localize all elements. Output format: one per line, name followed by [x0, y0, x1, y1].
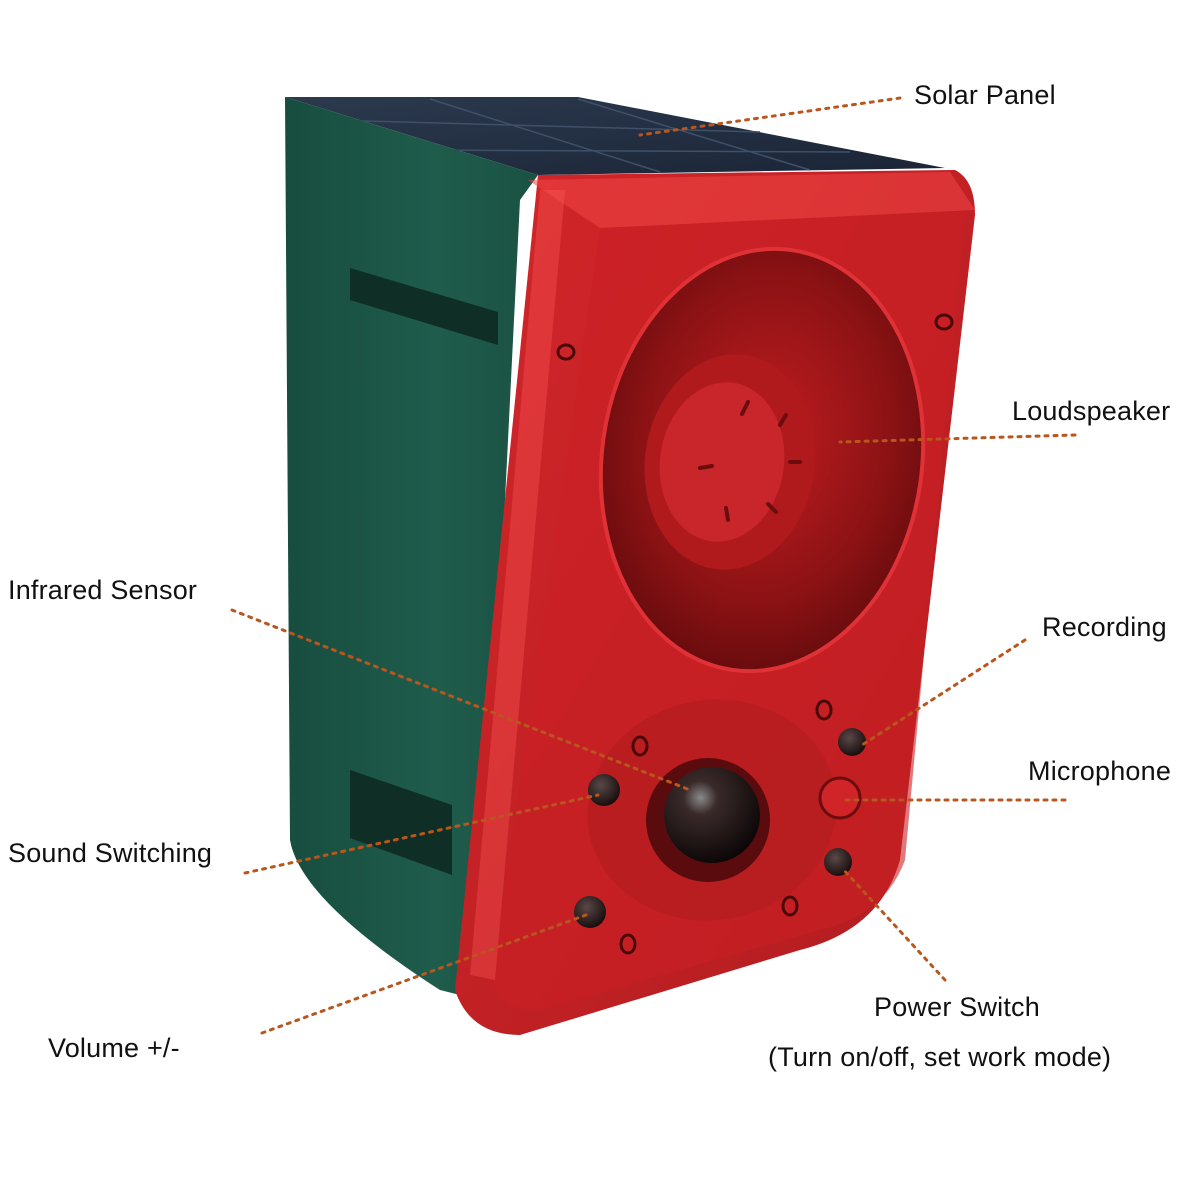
- leader-power: [840, 866, 947, 982]
- label-microphone: Microphone: [1028, 756, 1172, 786]
- leader-sound: [243, 793, 600, 875]
- volume-button: [574, 896, 606, 928]
- leader-solar: [638, 96, 902, 137]
- label-solar-panel: Solar Panel: [914, 80, 1056, 110]
- label-recording: Recording: [1042, 612, 1167, 642]
- leader-infrared: [230, 608, 692, 792]
- leader-volume: [260, 913, 588, 1035]
- label-power-switch: Power Switch: [874, 992, 1040, 1022]
- label-sound-switching: Sound Switching: [8, 838, 213, 868]
- power-switch-button: [824, 848, 852, 876]
- microphone-port: [818, 776, 862, 820]
- label-volume: Volume +/-: [48, 1033, 180, 1063]
- label-power-switch-note: (Turn on/off, set work mode): [768, 1042, 1112, 1072]
- label-loudspeaker: Loudspeaker: [1012, 396, 1171, 426]
- solar-panel: [285, 97, 945, 175]
- recording-button: [838, 728, 866, 756]
- leader-loudspeaker: [838, 433, 1077, 444]
- label-infrared-sensor: Infrared Sensor: [8, 575, 198, 605]
- sound-switching-button: [588, 774, 620, 806]
- leader-recording: [860, 638, 1027, 747]
